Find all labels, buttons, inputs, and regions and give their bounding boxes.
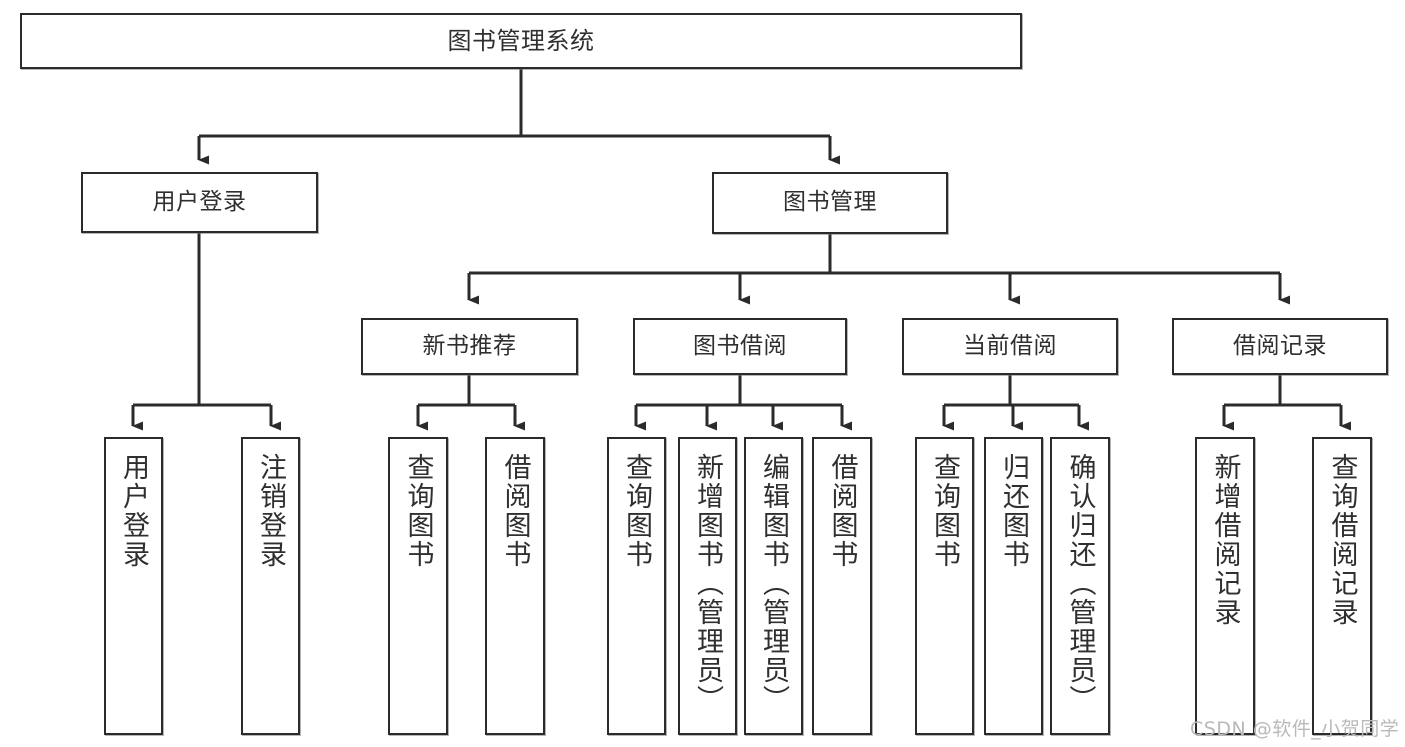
- node-leaf-return-book-label: 归还图书: [998, 453, 1029, 569]
- node-root-label: 图书管理系统: [447, 26, 595, 55]
- node-leaf-confirm-return-admin[interactable]: 确认归还（管理员）: [1050, 437, 1110, 735]
- node-borrow-record-label: 借阅记录: [1233, 332, 1327, 359]
- node-leaf-query-book-3[interactable]: 查询图书: [915, 437, 974, 735]
- node-leaf-user-login-label: 用户登录: [118, 453, 149, 569]
- node-leaf-query-book-2[interactable]: 查询图书: [607, 437, 666, 735]
- node-leaf-borrow-book-1-label: 借阅图书: [499, 453, 531, 569]
- node-leaf-add-borrow-record[interactable]: 新增借阅记录: [1195, 437, 1255, 735]
- node-leaf-borrow-book-1[interactable]: 借阅图书: [485, 437, 545, 735]
- node-book-borrow[interactable]: 图书借阅: [633, 318, 847, 375]
- node-book-manage-label: 图书管理: [783, 189, 877, 216]
- node-leaf-query-book-2-label: 查询图书: [621, 453, 652, 569]
- node-leaf-edit-book-admin-label: 编辑图书（管理员）: [758, 453, 789, 714]
- node-leaf-logout-login[interactable]: 注销登录: [241, 437, 300, 735]
- node-leaf-edit-book-admin[interactable]: 编辑图书（管理员）: [744, 437, 803, 735]
- node-user-login-label: 用户登录: [152, 188, 247, 215]
- node-leaf-query-book-3-label: 查询图书: [929, 453, 960, 569]
- node-leaf-add-book-admin[interactable]: 新增图书（管理员）: [678, 437, 737, 735]
- node-book-manage[interactable]: 图书管理: [712, 172, 948, 234]
- node-borrow-record[interactable]: 借阅记录: [1172, 318, 1388, 375]
- node-leaf-return-book[interactable]: 归还图书: [984, 437, 1043, 735]
- node-leaf-borrow-book-2[interactable]: 借阅图书: [812, 437, 872, 735]
- node-current-borrow[interactable]: 当前借阅: [902, 318, 1118, 375]
- node-user-login[interactable]: 用户登录: [81, 172, 318, 233]
- node-book-borrow-label: 图书借阅: [693, 332, 787, 359]
- node-leaf-query-borrow-record[interactable]: 查询借阅记录: [1312, 437, 1372, 735]
- node-leaf-query-borrow-record-label: 查询借阅记录: [1326, 453, 1358, 627]
- node-leaf-borrow-book-2-label: 借阅图书: [826, 453, 858, 569]
- node-leaf-user-login[interactable]: 用户登录: [104, 437, 163, 735]
- node-current-borrow-label: 当前借阅: [963, 332, 1057, 359]
- node-leaf-logout-login-label: 注销登录: [255, 453, 286, 569]
- node-root[interactable]: 图书管理系统: [20, 13, 1022, 69]
- node-new-book-recommend[interactable]: 新书推荐: [361, 318, 578, 375]
- node-leaf-query-book-1[interactable]: 查询图书: [388, 437, 448, 735]
- node-leaf-add-book-admin-label: 新增图书（管理员）: [692, 453, 723, 714]
- node-leaf-confirm-return-admin-label: 确认归还（管理员）: [1064, 453, 1096, 714]
- node-leaf-query-book-1-label: 查询图书: [402, 453, 434, 569]
- node-leaf-add-borrow-record-label: 新增借阅记录: [1209, 453, 1241, 627]
- node-new-book-recommend-label: 新书推荐: [422, 332, 517, 359]
- csdn-watermark: CSDN @软件_小贺同学: [1190, 718, 1400, 740]
